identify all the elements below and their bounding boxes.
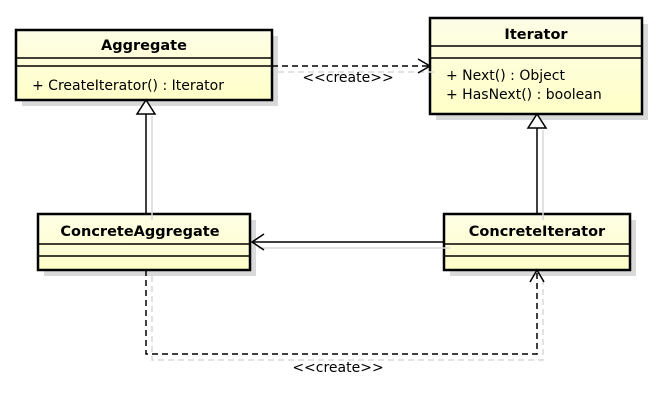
navigability-arrowhead-icon bbox=[250, 233, 265, 251]
aggregate-operation-create-iterator: + CreateIterator() : Iterator bbox=[32, 78, 224, 94]
concrete-iterator-class[interactable]: ConcreteIterator bbox=[442, 212, 636, 276]
create-stereotype-label: <<create>> bbox=[302, 70, 393, 86]
concrete-aggregate-class-name: ConcreteAggregate bbox=[60, 224, 219, 240]
concrete-iterator-class-name: ConcreteIterator bbox=[469, 224, 606, 240]
iterator-class-name: Iterator bbox=[504, 27, 568, 43]
dependency-arrowhead-icon bbox=[529, 268, 545, 283]
iterator-operation-has-next: + HasNext() : boolean bbox=[446, 87, 602, 103]
concrete-aggregate-class[interactable]: ConcreteAggregate bbox=[36, 212, 256, 276]
association-concrete-iterator-to-concrete-aggregate[interactable] bbox=[250, 233, 450, 251]
aggregate-class-name: Aggregate bbox=[101, 38, 187, 54]
aggregate-class[interactable]: Aggregate + CreateIterator() : Iterator bbox=[14, 28, 278, 106]
inheritance-triangle-icon bbox=[526, 112, 548, 129]
create-dependency-aggregate-to-iterator[interactable]: <<create>> bbox=[272, 58, 436, 86]
iterator-class[interactable]: Iterator + Next() : Object + HasNext() :… bbox=[428, 16, 648, 120]
iterator-operation-next: + Next() : Object bbox=[446, 68, 565, 84]
create-stereotype-label: <<create>> bbox=[292, 360, 383, 376]
dependency-arrowhead-icon bbox=[417, 58, 432, 74]
inheritance-triangle-icon bbox=[135, 98, 157, 115]
create-dependency-concrete-aggregate-to-concrete-iterator[interactable]: <<create>> bbox=[145, 268, 545, 376]
generalization-concrete-iterator-to-iterator[interactable] bbox=[526, 112, 548, 220]
generalization-concrete-aggregate-to-aggregate[interactable] bbox=[135, 98, 157, 220]
